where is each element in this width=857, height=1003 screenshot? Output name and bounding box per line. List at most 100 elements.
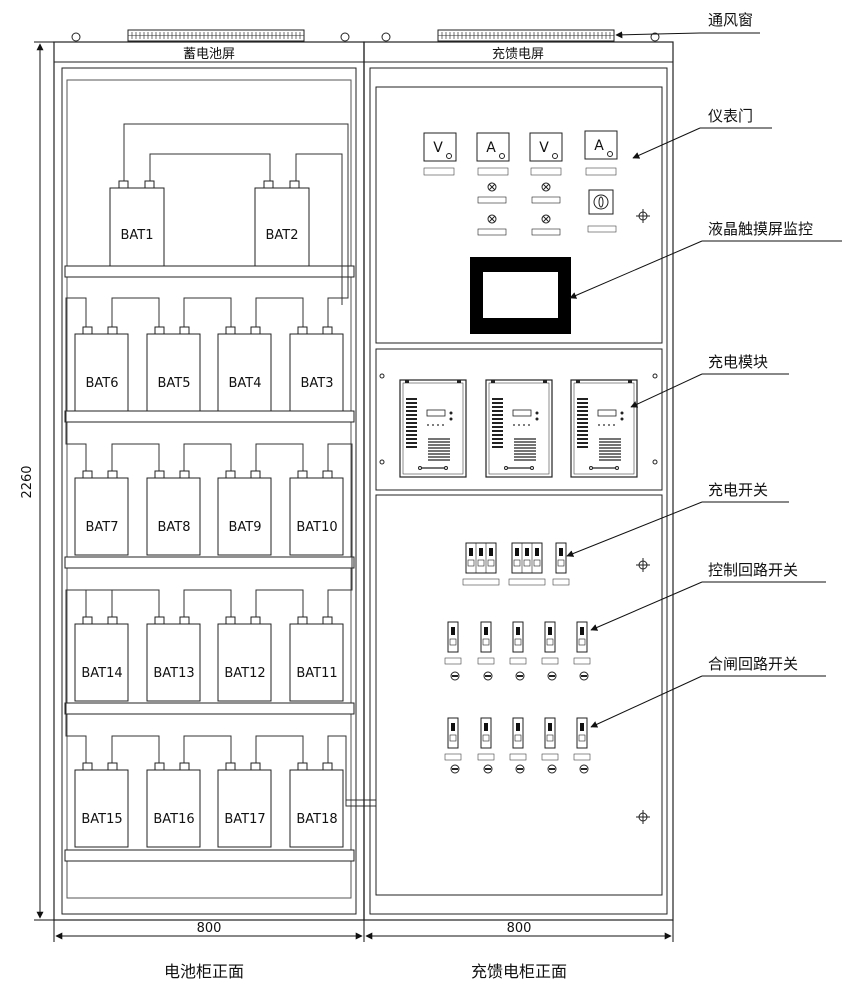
battery-row-1: BAT1 BAT2 — [109, 180, 310, 267]
breaker-closing-1 — [444, 717, 462, 761]
battery-cabinet-header: 蓄电池屏 — [183, 47, 235, 62]
svg-text:V: V — [433, 140, 443, 156]
charger-cabinet-caption: 充馈电柜正面 — [471, 962, 567, 981]
lcd-touchscreen — [470, 257, 571, 334]
indicator-lamps — [477, 182, 561, 236]
breaker-closing-2 — [477, 717, 495, 761]
closing-knob-icon — [515, 764, 525, 774]
breaker-control-3 — [509, 621, 527, 665]
battery-bat9: BAT9 — [217, 470, 272, 556]
breaker-closing-5 — [573, 717, 591, 761]
svg-text:BAT3: BAT3 — [300, 376, 333, 391]
svg-text:BAT2: BAT2 — [265, 228, 298, 243]
breaker-charge-3 — [552, 542, 570, 586]
svg-text:BAT6: BAT6 — [85, 376, 118, 391]
callout-meter-door: 仪表门 — [708, 107, 753, 125]
svg-text:BAT10: BAT10 — [296, 520, 337, 535]
charging-module-3 — [570, 379, 638, 478]
battery-cabinet: 蓄电池屏 — [53, 41, 365, 921]
battery-bat7: BAT7 — [74, 470, 129, 556]
selector-switch-icon — [587, 189, 617, 233]
battery-bat17: BAT17 — [217, 762, 272, 848]
closing-knob-icon — [547, 764, 557, 774]
crosshair-icon — [636, 558, 650, 824]
control-knob-icon — [450, 671, 460, 681]
breaker-control-1 — [444, 621, 462, 665]
breaker-control-2 — [477, 621, 495, 665]
charger-cabinet: 充馈电屏 — [363, 41, 674, 921]
callout-charge-switch: 充电开关 — [708, 481, 768, 499]
battery-bat8: BAT8 — [146, 470, 201, 556]
svg-text:BAT4: BAT4 — [228, 376, 261, 391]
svg-text:BAT11: BAT11 — [296, 666, 337, 681]
charging-module-1 — [399, 379, 467, 478]
svg-text:A: A — [486, 140, 496, 156]
callout-module: 充电模块 — [708, 353, 768, 371]
vent-right — [437, 29, 615, 42]
svg-text:BAT15: BAT15 — [81, 812, 122, 827]
battery-bat13: BAT13 — [146, 616, 201, 702]
svg-text:BAT13: BAT13 — [153, 666, 194, 681]
battery-bat12: BAT12 — [217, 616, 272, 702]
switch-panel — [375, 494, 663, 896]
meter-door-panel: V A V A — [375, 86, 663, 344]
svg-text:BAT8: BAT8 — [157, 520, 190, 535]
battery-wiring — [65, 123, 376, 807]
breaker-charge-2 — [508, 542, 546, 586]
battery-bat15: BAT15 — [74, 762, 129, 848]
svg-text:BAT12: BAT12 — [224, 666, 265, 681]
battery-bat11: BAT11 — [289, 616, 344, 702]
battery-bat14: BAT14 — [74, 616, 129, 702]
charging-module-panel — [375, 348, 663, 491]
breaker-closing-4 — [541, 717, 559, 761]
width-dimension — [53, 920, 674, 942]
height-dimension-label: 2260 — [20, 465, 35, 498]
svg-text:BAT1: BAT1 — [120, 228, 153, 243]
control-knob-icon — [547, 671, 557, 681]
breaker-control-4 — [541, 621, 559, 665]
battery-bat3: BAT3 — [289, 326, 344, 412]
charger-width-label: 800 — [507, 921, 532, 936]
closing-knob-icon — [450, 764, 460, 774]
svg-text:BAT17: BAT17 — [224, 812, 265, 827]
callout-closing-switch: 合闸回路开关 — [708, 655, 798, 673]
battery-row-5: BAT15 BAT16 BAT17 BAT18 — [74, 762, 344, 848]
svg-text:A: A — [594, 138, 604, 154]
control-knob-icon — [579, 671, 589, 681]
meter-voltage-2: V — [529, 132, 563, 162]
battery-bat6: BAT6 — [74, 326, 129, 412]
battery-cabinet-caption: 电池柜正面 — [164, 962, 244, 981]
svg-text:BAT18: BAT18 — [296, 812, 337, 827]
battery-bat2: BAT2 — [254, 180, 310, 267]
callout-vent: 通风窗 — [708, 11, 753, 29]
meter-current-1: A — [476, 132, 510, 162]
charger-cabinet-header: 充馈电屏 — [492, 46, 544, 62]
callout-lcd: 液晶触摸屏监控 — [708, 220, 813, 238]
battery-bat4: BAT4 — [217, 326, 272, 412]
svg-text:BAT14: BAT14 — [81, 666, 122, 681]
svg-text:V: V — [539, 140, 549, 156]
crosshair-icon — [636, 209, 650, 223]
closing-knob-icon — [483, 764, 493, 774]
breaker-control-5 — [573, 621, 591, 665]
svg-text:BAT9: BAT9 — [228, 520, 261, 535]
closing-knob-icon — [579, 764, 589, 774]
control-knob-icon — [483, 671, 493, 681]
callout-leaders — [566, 31, 842, 728]
battery-bat10: BAT10 — [289, 470, 344, 556]
battery-row-4: BAT14 BAT13 BAT12 BAT11 — [74, 616, 344, 702]
charging-module-2 — [485, 379, 553, 478]
battery-bat1: BAT1 — [109, 180, 165, 267]
battery-bat16: BAT16 — [146, 762, 201, 848]
battery-width-label: 800 — [197, 921, 222, 936]
breaker-charge-1 — [462, 542, 500, 586]
control-knob-icon — [515, 671, 525, 681]
svg-text:BAT16: BAT16 — [153, 812, 194, 827]
breaker-closing-3 — [509, 717, 527, 761]
battery-shelves — [64, 265, 355, 862]
meter-voltage-1: V — [423, 132, 457, 162]
callout-control-switch: 控制回路开关 — [708, 561, 798, 579]
